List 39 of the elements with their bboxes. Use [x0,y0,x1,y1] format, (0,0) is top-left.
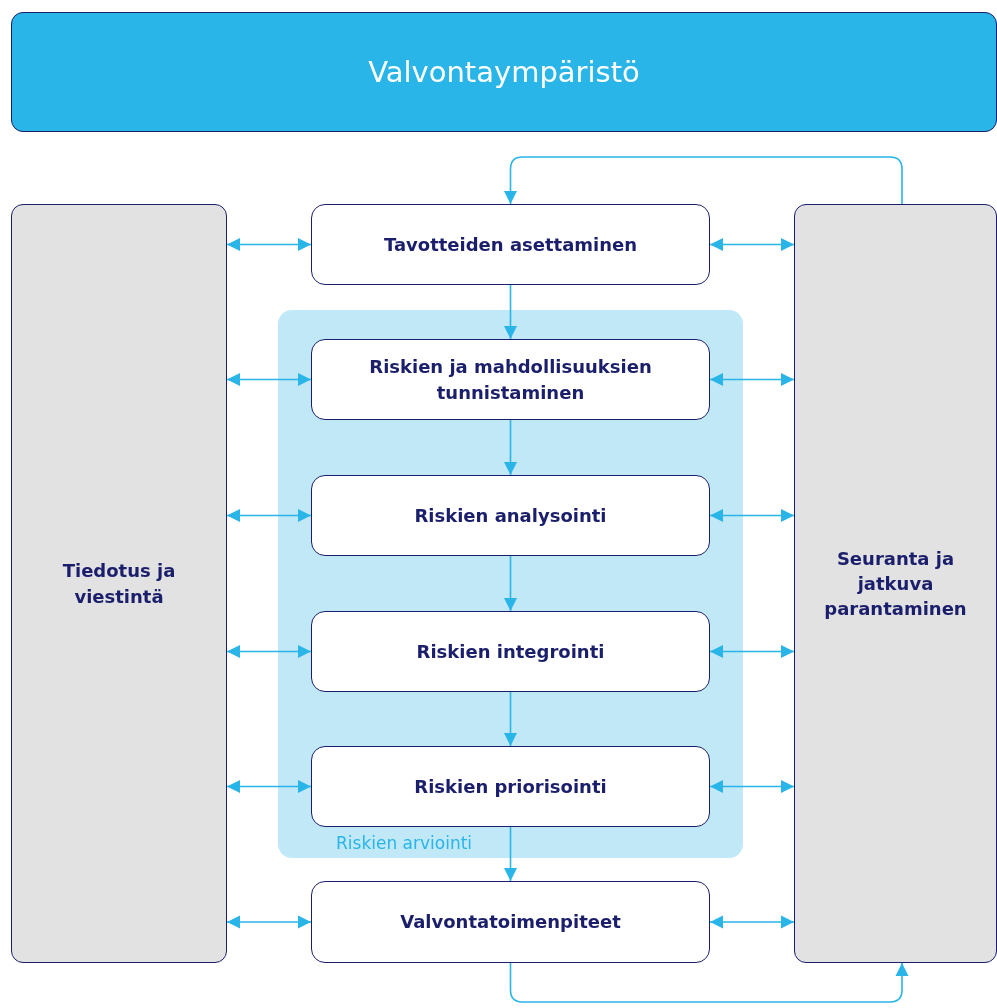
arrow [509,962,909,1003]
side-panel [794,204,997,963]
arrow [226,780,312,793]
arrow [709,238,795,251]
arrow [709,780,795,793]
process-box [311,746,710,827]
process-box [311,611,710,692]
group-panel [278,310,743,858]
process-box [311,204,710,285]
node-label: Riskien integrointi [416,639,605,664]
arrow [504,156,903,205]
arrow [709,509,795,522]
side-panel [11,204,227,963]
arrow [504,284,517,340]
process-box [311,881,710,963]
node-label: Riskien analysointi [414,503,607,528]
arrow [504,555,517,612]
arrow [226,238,312,251]
header-band [11,12,997,132]
node-label: Seuranta ja jatkuva parantaminen [823,546,968,622]
node-label: Tavotteiden asettaminen [383,232,638,257]
node-label: Tiedotus ja viestintä [61,559,177,609]
arrow [226,373,312,386]
process-box [311,475,710,556]
arrow [504,691,517,747]
node-label: Riskien ja mahdollisuuksien tunnistaminen [368,355,653,405]
group-label: Riskien arviointi [336,832,473,856]
arrow [504,826,517,882]
arrow [709,373,795,386]
arrow [226,645,312,658]
arrow [226,915,312,929]
arrow [709,645,795,658]
process-box [311,339,710,420]
arrow [709,915,795,929]
arrow [226,509,312,522]
arrow [504,419,517,476]
node-label: Valvontaympäristö [368,53,640,91]
node-label: Riskien priorisointi [414,774,607,799]
node-label: Valvontatoimenpiteet [400,910,621,935]
